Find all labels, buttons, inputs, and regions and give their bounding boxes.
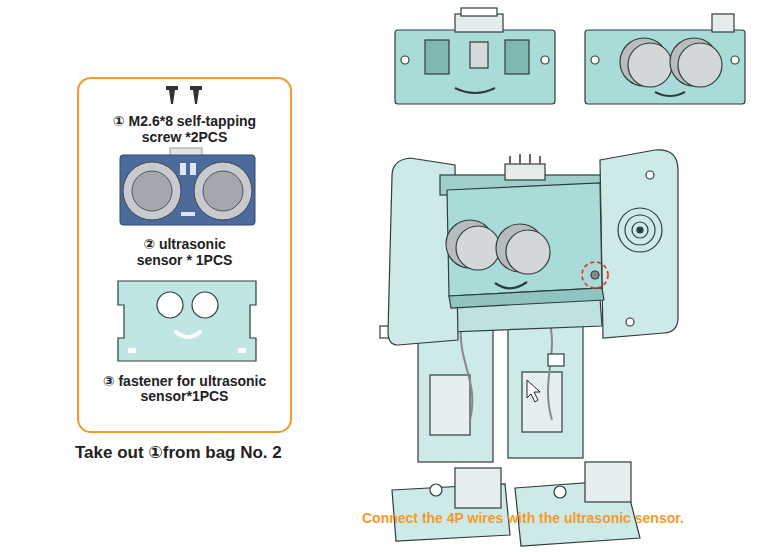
part-description: ② ultrasonic sensor * 1PCS: [125, 237, 245, 268]
part-description: ① M2.6*8 self-tapping screw *2PCS: [100, 114, 270, 145]
fastener-picture: [118, 281, 256, 361]
robot-body: [455, 468, 501, 508]
screw-icon: [166, 86, 178, 90]
fastener-picture: [128, 348, 136, 353]
sensor-board-front: [731, 56, 739, 64]
robot-head: [505, 164, 545, 180]
robot-head: [582, 262, 608, 288]
sensor-board-back: [461, 8, 497, 16]
robot-head: [506, 230, 550, 274]
robot-head: [637, 227, 643, 233]
fastener-picture: [192, 292, 218, 318]
robot-head: [449, 288, 604, 308]
robot-body: [548, 318, 552, 420]
robot-head: [632, 222, 648, 238]
robot-head: [591, 271, 599, 279]
screw-icon: [166, 86, 202, 104]
parts-list-box: ① M2.6*8 self-tapping screw *2PCS ② ultra…: [77, 77, 292, 433]
screw-icon: [193, 90, 199, 104]
robot-body: [548, 354, 564, 366]
fastener-picture: [157, 292, 183, 318]
ultrasonic-sensor-picture: [132, 171, 172, 211]
robot-body: [554, 486, 566, 498]
robot-head: [388, 150, 678, 345]
robot-head: [456, 226, 500, 270]
fastener-picture: [176, 332, 200, 337]
ultrasonic-sensor-picture: [120, 148, 255, 225]
fastener-picture: [118, 281, 256, 361]
sensor-board-front: [712, 14, 734, 32]
sensor-board-front: [655, 92, 685, 96]
instruction-text: Take out ①from bag No. 2: [75, 443, 335, 463]
robot-head: [625, 215, 655, 245]
sensor-board-front: [591, 56, 599, 64]
ultrasonic-sensor-picture: [190, 163, 196, 175]
sensor-board-front: [678, 43, 722, 87]
sensor-board-back: [395, 30, 555, 104]
sensor-board-back: [425, 40, 449, 74]
robot-body: [585, 462, 631, 502]
ultrasonic-sensor-picture: [123, 162, 181, 220]
sensor-board-back: [455, 14, 503, 32]
sensor-board-back: [395, 8, 555, 104]
robot-body: [430, 375, 470, 435]
sensor-board-front: [585, 30, 745, 104]
sensor-board-back: [505, 40, 529, 74]
sensor-board-back: [455, 88, 495, 93]
mouse-cursor: [527, 380, 540, 402]
screw-icon: [169, 90, 175, 104]
mouse-cursor: [527, 380, 540, 402]
part-description: ③ fastener for ultrasonic sensor*1PCS: [85, 374, 285, 405]
screw-icon: [190, 86, 202, 90]
robot-head: [646, 171, 654, 179]
robot-body: [430, 484, 442, 496]
ultrasonic-sensor-picture: [120, 155, 255, 225]
step-caption: Connect the 4P wires with the ultrasonic…: [362, 510, 770, 527]
robot-body: [522, 372, 562, 432]
robot-head: [626, 318, 634, 326]
robot-head: [510, 154, 540, 164]
robot-head: [447, 183, 602, 296]
robot-head: [618, 208, 662, 252]
sensor-board-back: [470, 42, 488, 68]
ultrasonic-sensor-picture: [194, 162, 252, 220]
sensor-board-front: [628, 43, 672, 87]
ultrasonic-sensor-picture: [181, 212, 195, 216]
ultrasonic-sensor-picture: [203, 171, 243, 211]
sensor-board-back: [541, 56, 549, 64]
sensor-board-back: [401, 56, 409, 64]
ultrasonic-sensor-picture: [180, 163, 186, 175]
robot-body: [461, 320, 473, 420]
robot-body: [508, 318, 583, 458]
robot-body: [418, 322, 493, 462]
robot-head: [600, 150, 678, 338]
robot-head: [495, 282, 527, 288]
sensor-board-front: [585, 14, 745, 104]
fastener-picture: [238, 348, 246, 353]
